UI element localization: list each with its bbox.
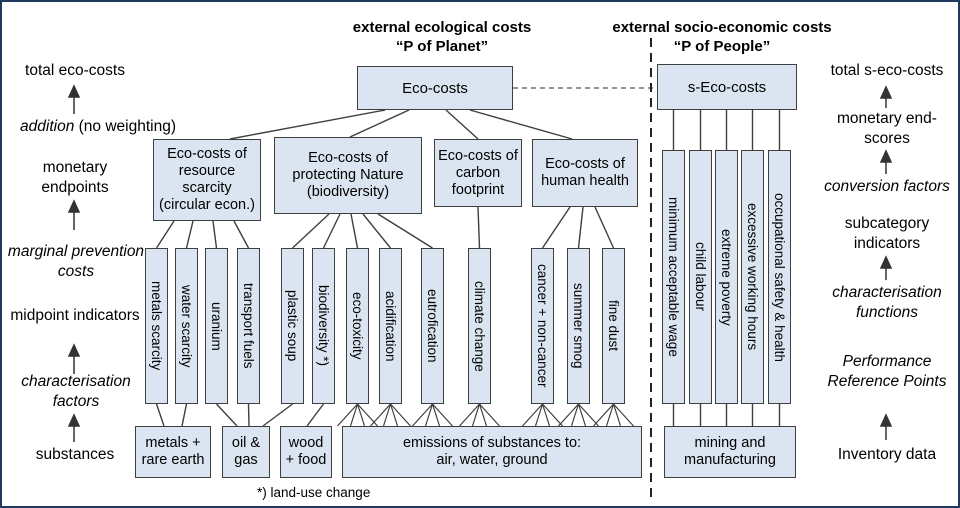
- ecological-costs-title-line1: external ecological costs: [352, 19, 532, 36]
- input-mining-manufacturing-box: mining and manufacturing: [664, 426, 796, 478]
- category-extreme-poverty: extreme poverty: [715, 150, 738, 404]
- label-midpoint-indicators: midpoint indicators: [10, 307, 140, 324]
- label-total-s-eco-costs: total s-eco-costs: [830, 62, 944, 79]
- s-eco-costs-box: s-Eco-costs: [657, 64, 797, 110]
- input-oil-gas-box: oil & gas: [222, 426, 270, 478]
- human-health-box: Eco-costs of human health: [532, 139, 638, 207]
- socio-economic-costs-title: external socio-economic costs “P of Peop…: [587, 18, 857, 56]
- eco-costs-branch-lines: [229, 109, 573, 140]
- input-emissions-box: emissions of substances to: air, water, …: [342, 426, 642, 478]
- category-fine-dust: fine dust: [602, 248, 625, 404]
- label-addition-no-weighting: addition (no weighting): [8, 117, 188, 137]
- emission-fan-lines: [337, 403, 634, 427]
- protecting-nature-box: Eco-costs of protecting Nature (biodiver…: [274, 137, 422, 214]
- category-plastic-soup: plastic soup: [281, 248, 304, 404]
- ecological-costs-title: external ecological costs “P of Planet”: [302, 18, 582, 56]
- input-wood-food-box: wood + food: [280, 426, 332, 478]
- category-excessive-working-hours: excessive working hours: [741, 150, 764, 404]
- label-characterisation-functions: characterisation functions: [832, 284, 942, 321]
- socio-economic-costs-title-line1: external socio-economic costs: [612, 19, 832, 36]
- label-performance-reference-points: Performance Reference Points: [827, 353, 947, 390]
- label-monetary-endpoints: monetary endpoints: [41, 159, 109, 196]
- ecological-costs-title-line2: “P of Planet”: [395, 38, 489, 55]
- input-emissions-text: emissions of substances to: air, water, …: [403, 435, 581, 469]
- carbon-footprint-box: Eco-costs of carbon footprint: [434, 139, 522, 207]
- category-transport-fuels: transport fuels: [237, 248, 260, 404]
- label-substances: substances: [35, 446, 115, 463]
- label-addition-italic: addition: [20, 118, 75, 135]
- category-cancer-non-cancer: cancer + non-cancer: [531, 248, 554, 404]
- label-total-eco-costs: total eco-costs: [25, 62, 125, 79]
- footnote-land-use-change: *) land-use change: [257, 485, 371, 500]
- substance-link-lines: [155, 403, 325, 427]
- category-child-labour: child labour: [689, 150, 712, 404]
- category-water-scarcity: water scarcity: [175, 248, 198, 404]
- category-occupational-safety-health: occupational safety & health: [768, 150, 791, 404]
- label-addition-rest: (no weighting): [74, 118, 176, 135]
- resource-scarcity-box: Eco-costs of resource scarcity (circular…: [153, 139, 261, 221]
- label-inventory-data: Inventory data: [837, 446, 937, 463]
- label-marginal-prevention-costs: marginal prevention costs: [7, 243, 145, 280]
- category-acidification: acidification: [379, 248, 402, 404]
- label-subcategory-indicators: subcategory indicators: [844, 215, 930, 252]
- category-eutrofication: eutrofication: [421, 248, 444, 404]
- category-summer-smog: summer smog: [567, 248, 590, 404]
- input-emissions-line1: emissions of substances to:: [402, 435, 582, 451]
- label-monetary-end-scores: monetary end-scores: [837, 110, 937, 147]
- label-characterisation-factors: characterisation factors: [21, 373, 131, 410]
- input-metals-rare-earth-box: metals + rare earth: [135, 426, 211, 478]
- category-climate-change: climate change: [468, 248, 491, 404]
- category-uranium: uranium: [205, 248, 228, 404]
- socio-economic-costs-title-line2: “P of People”: [673, 38, 771, 55]
- category-metals-scarcity: metals scarcity: [145, 248, 168, 404]
- label-conversion-factors: conversion factors: [824, 178, 950, 195]
- category-biodiversity: biodiversity *): [312, 248, 335, 404]
- category-minimum-acceptable-wage: minimum acceptable wage: [662, 150, 685, 404]
- category-eco-toxicity: eco-toxicity: [346, 248, 369, 404]
- eco-costs-box: Eco-costs: [357, 66, 513, 110]
- input-emissions-line2: air, water, ground: [436, 452, 548, 468]
